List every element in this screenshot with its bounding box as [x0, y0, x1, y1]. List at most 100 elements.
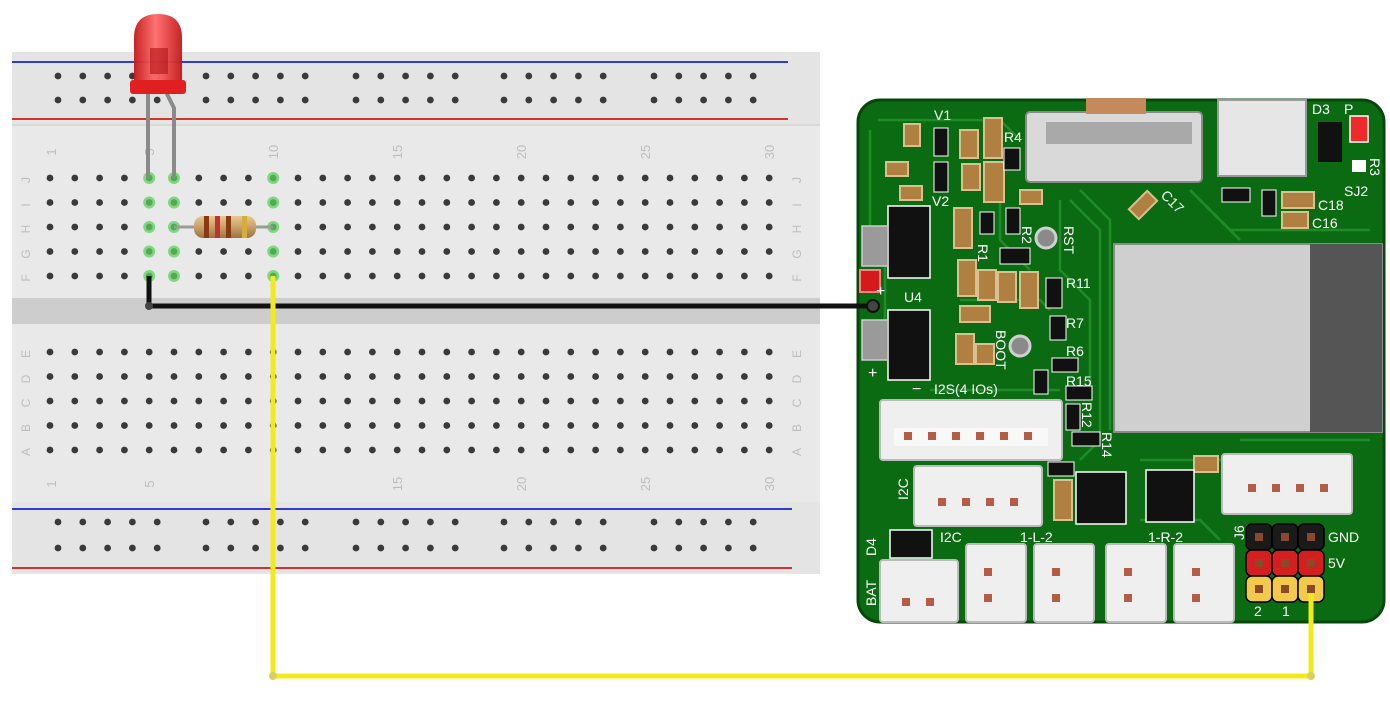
- breadboard-hole: [592, 174, 599, 182]
- pin-hole: [1307, 559, 1315, 567]
- breadboard-hole: [666, 373, 674, 380]
- j6-header: [1245, 523, 1325, 603]
- label-r3: R3: [1367, 158, 1383, 176]
- pin-hole: [1255, 533, 1263, 541]
- breadboard-hole: [145, 397, 153, 405]
- breadboard-hole: [542, 373, 550, 380]
- rail-hole: [749, 96, 757, 104]
- breadboard-hole: [393, 446, 401, 454]
- silkscreen-labels: V1 V2 R4 R1 R2 RST C17 D3 P R3 SJ2 C18 C…: [863, 101, 1383, 619]
- breadboard-hole: [121, 199, 128, 206]
- breadboard-hole: [344, 223, 351, 231]
- rail-hole: [675, 544, 683, 552]
- label-u4: U4: [904, 289, 922, 305]
- breadboard-hole: [691, 272, 699, 280]
- col-number: 15: [390, 477, 405, 491]
- breadboard-hole: [121, 272, 128, 280]
- label-sj2: SJ2: [1344, 183, 1368, 199]
- breadboard-hole: [121, 446, 128, 454]
- label-r14: R14: [1099, 432, 1115, 458]
- breadboard-hole: [691, 446, 699, 454]
- breadboard-hole: [195, 348, 203, 356]
- breadboard-hole: [96, 446, 103, 454]
- boot-button[interactable]: [1008, 334, 1032, 358]
- breadboard-hole: [245, 272, 252, 280]
- breadboard-hole: [170, 373, 178, 380]
- rail-hole: [725, 518, 732, 526]
- led-rim: [130, 80, 186, 94]
- breadboard-hole: [517, 223, 525, 231]
- breadboard-hole: [617, 373, 624, 380]
- breadboard-hole: [294, 348, 302, 356]
- breadboard-hole: [542, 397, 550, 405]
- red-led[interactable]: [130, 14, 186, 178]
- breadboard-hole: [121, 422, 128, 429]
- breadboard-hole: [542, 248, 550, 255]
- breadboard-hole: [443, 199, 451, 206]
- breadboard-hole: [542, 174, 550, 182]
- rail-hole: [227, 72, 235, 80]
- breadboard-hole: [443, 446, 451, 454]
- label-j6: J6: [1231, 525, 1247, 540]
- rail-hole: [352, 96, 360, 104]
- breadboard-hole: [319, 248, 327, 255]
- breadboard-hole: [716, 174, 723, 182]
- breadboard-hole: [468, 174, 475, 182]
- breadboard-hole: [344, 348, 351, 356]
- rail-hole: [650, 96, 658, 104]
- breadboard-hole: [369, 199, 376, 206]
- breadboard-hole: [71, 174, 79, 182]
- rail-hole: [277, 72, 284, 80]
- resistor-band: [204, 216, 209, 238]
- d4-diode: [889, 529, 933, 559]
- breadboard-hole: [765, 397, 773, 405]
- breadboard-hole: [691, 397, 699, 405]
- breadboard-hole: [542, 223, 550, 231]
- rail-hole: [277, 518, 284, 526]
- breadboard-hole: [567, 446, 575, 454]
- breadboard-hole: [393, 348, 401, 356]
- breadboard-hole: [96, 174, 103, 182]
- breadboard-hole: [443, 422, 451, 429]
- rail-hole: [402, 96, 409, 104]
- switch-slot: [1046, 122, 1192, 144]
- label-pin1: 1: [1282, 603, 1290, 619]
- r3-component: [1352, 160, 1366, 172]
- breadboard-hole: [294, 174, 302, 182]
- col-number: 1: [44, 480, 59, 487]
- rail-hole: [451, 544, 459, 552]
- breadboard-hole: [245, 397, 252, 405]
- rst-button[interactable]: [1034, 226, 1058, 250]
- breadboard-hole: [319, 174, 327, 182]
- rail-hole: [377, 544, 385, 552]
- resistor-band: [215, 216, 220, 238]
- rail-hole: [427, 518, 434, 526]
- breadboard-hole: [517, 199, 525, 206]
- rail-hole: [54, 544, 62, 552]
- breadboard-hole: [468, 446, 475, 454]
- rail-hole: [500, 518, 508, 526]
- yellow-wire[interactable]: [270, 276, 1314, 679]
- breadboard-hole: [220, 248, 228, 255]
- label-r7: R7: [1066, 315, 1084, 331]
- breadboard-hole: [220, 348, 228, 356]
- row-letter: I: [790, 203, 804, 206]
- rail-hole: [352, 544, 360, 552]
- rail-hole: [153, 96, 161, 104]
- breadboard-hole: [96, 397, 103, 405]
- label-c16: C16: [1312, 215, 1338, 231]
- resistor[interactable]: [174, 216, 273, 238]
- row-letter: E: [19, 350, 33, 358]
- breadboard-hole: [393, 422, 401, 429]
- breadboard-hole: [418, 373, 426, 380]
- breadboard-hole: [294, 223, 302, 231]
- breadboard-hole: [195, 446, 203, 454]
- breadboard-hole: [716, 248, 723, 255]
- label-r12: R12: [1079, 402, 1095, 428]
- rail-hole: [227, 518, 235, 526]
- rail-hole: [427, 72, 434, 80]
- breadboard-hole: [716, 223, 723, 231]
- rail-hole: [427, 544, 434, 552]
- breadboard-hole: [567, 373, 575, 380]
- breadboard-hole: [294, 373, 302, 380]
